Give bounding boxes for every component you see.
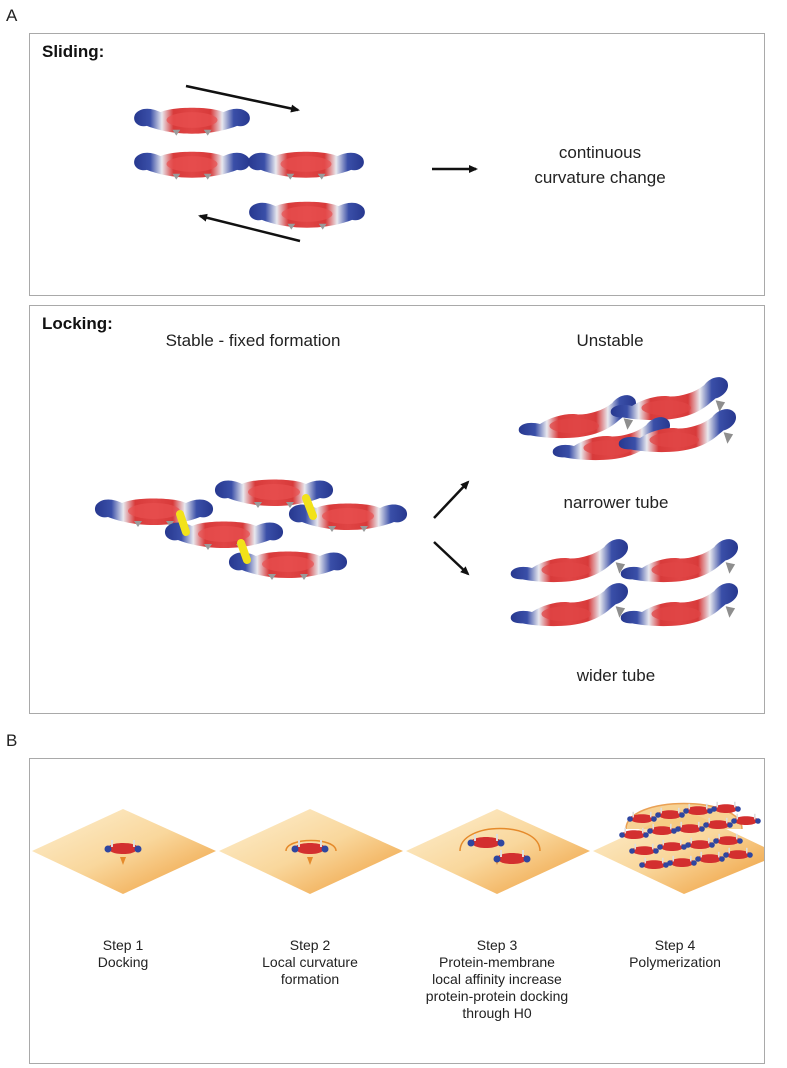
step-1-line-1: Docking (97, 954, 149, 970)
sliding-protein-3 (248, 151, 364, 180)
linker-2 (302, 494, 317, 520)
sliding-result-line1: continuous (558, 143, 642, 162)
membrane-step-4 (593, 809, 764, 894)
unstable-label: Unstable (576, 331, 644, 350)
step-2-text: Step 2 Local curvature formation (225, 937, 395, 988)
sliding-title: Sliding: (42, 42, 105, 61)
locking-title: Locking: (42, 314, 113, 333)
wide-protein-1 (510, 539, 629, 583)
sliding-protein-4 (249, 201, 365, 230)
step-3-line-1: Protein-membrane (439, 954, 555, 970)
step-3-line-4: through H0 (462, 1005, 532, 1021)
steps-box: Step 1 Docking Step 2 Local curvature fo… (29, 758, 765, 1064)
narrow-tube-label: narrower tube (563, 493, 669, 512)
step-3-line-3: protein-protein docking (425, 988, 569, 1004)
membrane-steps-diagram (32, 800, 764, 894)
locking-box: Locking: Stable - fixed formation Unstab… (29, 305, 765, 714)
sliding-protein-2 (134, 151, 250, 180)
step-3-text: Step 3 Protein-membrane local affinity i… (412, 937, 582, 1022)
membrane-step-3 (406, 809, 590, 894)
wide-tube-label: wider tube (576, 666, 656, 685)
sliding-protein-1 (134, 107, 250, 136)
sliding-diagram (134, 84, 478, 243)
step-4-text: Step 4 Polymerization (590, 937, 760, 971)
panel-a-letter: A (6, 6, 18, 25)
wide-protein-4 (620, 583, 739, 627)
wide-protein-3 (510, 583, 629, 627)
dent-step-2 (307, 857, 313, 865)
step-2-line-1: Local curvature (262, 954, 358, 970)
panel-b-letter: B (6, 731, 18, 750)
stable-protein-1 (94, 498, 214, 527)
sliding-result-line2: curvature change (534, 168, 666, 187)
step-1-title: Step 1 (102, 937, 144, 953)
linker-1 (176, 510, 190, 536)
step-4-title: Step 4 (654, 937, 696, 953)
step-3-title: Step 3 (476, 937, 518, 953)
linker-3 (237, 539, 251, 564)
wide-protein-2 (620, 539, 739, 583)
curvature-step-2 (285, 839, 337, 852)
stable-label: Stable - fixed formation (165, 331, 341, 350)
sliding-box: Sliding: continuous curvature change (29, 33, 765, 296)
slide-left-arrow (198, 213, 301, 243)
step-1-text: Step 1 Docking (38, 937, 208, 971)
dent-step-1 (120, 857, 126, 865)
step-4-line-1: Polymerization (629, 954, 721, 970)
wide-arrow (433, 541, 470, 576)
step-2-line-2: formation (280, 971, 340, 987)
narrow-arrow (433, 480, 470, 519)
step-3-line-2: local affinity increase (432, 971, 562, 987)
locking-diagram (94, 377, 739, 627)
stable-protein-2 (214, 479, 334, 508)
step-2-title: Step 2 (289, 937, 331, 953)
slide-right-arrow (185, 84, 300, 113)
curvature-step-3 (459, 827, 541, 852)
